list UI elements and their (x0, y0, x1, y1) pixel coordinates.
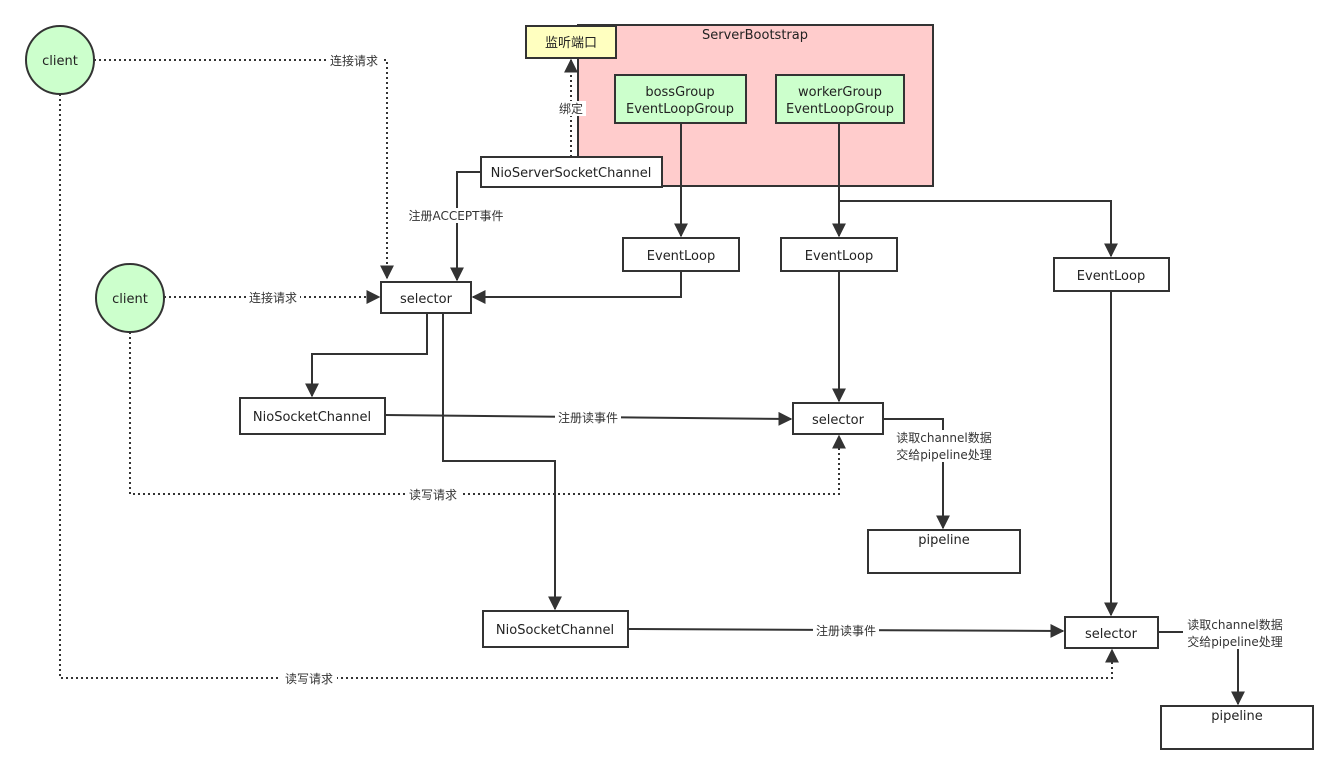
event-loop-boss-box (622, 237, 740, 272)
edge-selector-1-to-pipeline-1 (883, 418, 950, 530)
label-process-1-line1: 读取channel数据 (896, 430, 992, 445)
nio-socket-channel-2-box (482, 610, 629, 648)
client-2-label: client (112, 292, 148, 307)
label-register-read-2: 注册读事件 (816, 623, 876, 638)
worker-group-label-line2: EventLoopGroup (786, 102, 894, 117)
pipeline-2-label: pipeline (1211, 709, 1263, 724)
selector-worker-1-label: selector (812, 413, 865, 428)
pipeline-1-label: pipeline (918, 533, 970, 548)
edge-eventloop-to-selector-boss (471, 271, 682, 304)
selector-boss-label: selector (400, 292, 453, 307)
nio-socket-channel-1-label: NioSocketChannel (253, 410, 371, 425)
label-read-write-request-2: 读写请求 (285, 672, 333, 686)
edge-client-1-read-write (59, 94, 1119, 679)
boss-group-label-line1: bossGroup (645, 85, 714, 100)
nio-server-socket-channel-label: NioServerSocketChannel (491, 166, 652, 181)
label-connect-request-1: 连接请求 (330, 53, 378, 68)
edge-worker-to-eventloop-2 (839, 200, 1118, 258)
label-read-write-request-1: 读写请求 (409, 488, 457, 502)
label-bind: 绑定 (559, 101, 583, 116)
pipeline-1-box (867, 529, 1021, 574)
edge-server-channel-to-selector (450, 171, 481, 282)
edge-client-1-connect (94, 59, 394, 280)
event-loop-boss-label: EventLoop (647, 249, 715, 264)
edge-selector-to-nio-channel-1 (305, 313, 428, 398)
label-connect-request-2: 连接请求 (249, 290, 297, 305)
event-loop-worker-1-label: EventLoop (805, 249, 873, 264)
label-process-2-line1: 读取channel数据 (1187, 617, 1283, 632)
event-loop-worker-2-box (1053, 257, 1170, 292)
label-process-1-line2: 交给pipeline处理 (896, 447, 992, 462)
selector-worker-2-label: selector (1085, 627, 1138, 642)
worker-group-label-line1: workerGroup (798, 85, 882, 100)
boss-group-label-line2: EventLoopGroup (626, 102, 734, 117)
client-1-label: client (42, 54, 78, 69)
selector-worker-1-box (792, 402, 884, 435)
nio-socket-channel-1-box (239, 397, 386, 435)
listen-port-box (525, 25, 617, 59)
label-register-accept: 注册ACCEPT事件 (409, 208, 504, 223)
worker-group-box (775, 74, 905, 124)
server-bootstrap-label: ServerBootstrap (702, 28, 808, 43)
edge-client-2-read-write (129, 332, 846, 495)
label-register-read-1: 注册读事件 (558, 410, 618, 425)
event-loop-worker-2-label: EventLoop (1077, 269, 1145, 284)
label-process-2-line2: 交给pipeline处理 (1187, 634, 1283, 649)
listen-port-label: 监听端口 (545, 36, 597, 51)
edge-selector-to-nio-channel-2 (442, 313, 562, 611)
nio-socket-channel-2-label: NioSocketChannel (496, 623, 614, 638)
pipeline-2-box (1160, 705, 1314, 750)
